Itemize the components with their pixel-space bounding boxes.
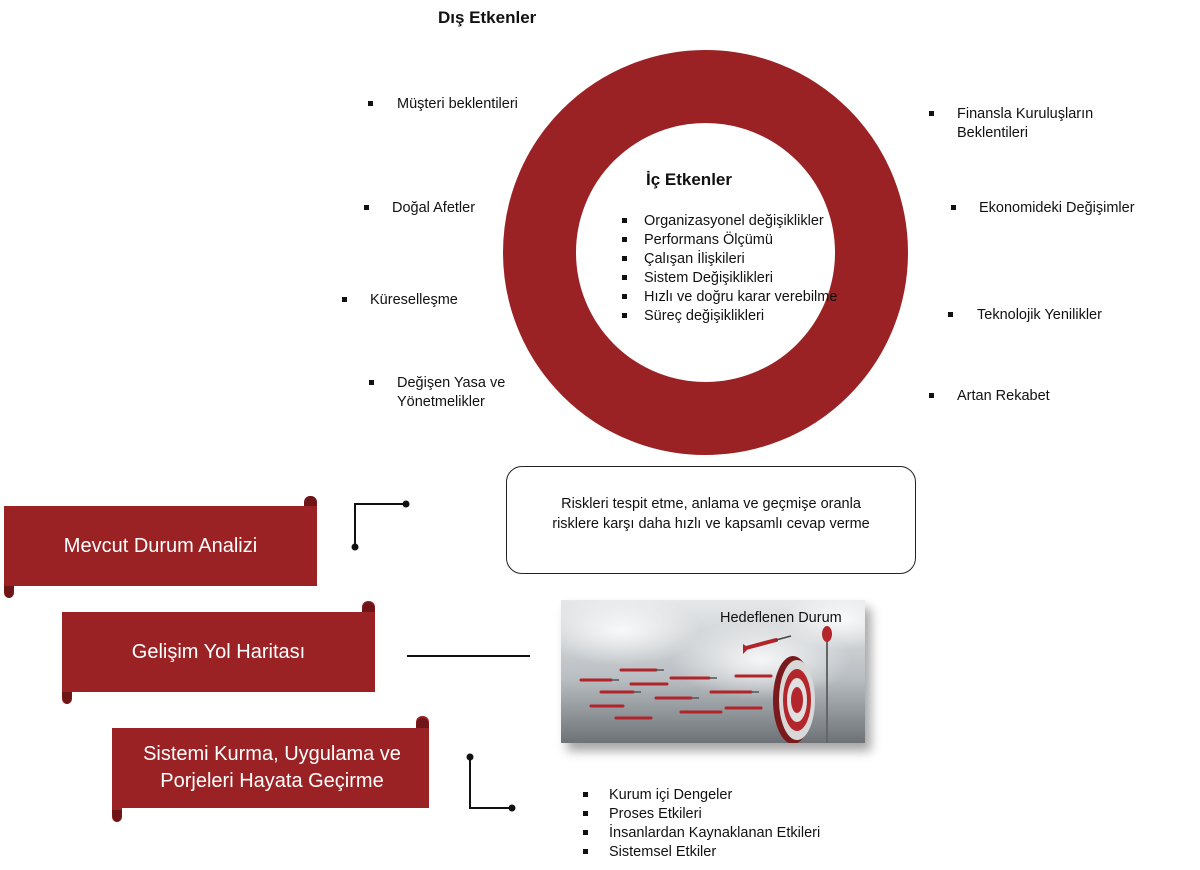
photo-caption: Hedeflenen Durum	[720, 610, 842, 626]
step-banner-2: Gelişim Yol Haritası	[58, 598, 380, 710]
risk-callout-text: Riskleri tespit etme, anlama ve geçmişe …	[552, 496, 870, 532]
outer-factor-label: Doğal Afetler	[364, 199, 524, 218]
outer-factor-left-1: Müşteri beklentileri	[368, 95, 548, 114]
outer-factor-right-3: Teknolojik Yenilikler	[948, 306, 1148, 325]
step-label: Mevcut Durum Analizi	[63, 534, 258, 557]
step-banner-1: Mevcut Durum Analizi	[0, 490, 322, 602]
connector-lines	[351, 500, 530, 812]
step-label: Gelişim Yol Haritası	[131, 640, 306, 663]
scroll-shape	[112, 716, 429, 822]
risk-effect-item: Sistemsel Etkiler	[583, 843, 820, 862]
connector-elbow-top	[354, 503, 406, 547]
inner-factors-list: Organizasyonel değişiklikler Performans …	[622, 212, 837, 326]
inner-factors-title: İç Etkenler	[646, 170, 732, 189]
outer-factors-title: Dış Etkenler	[438, 8, 537, 27]
connector-elbow-bottom	[469, 757, 512, 809]
outer-factor-right-2: Ekonomideki Değişimler	[951, 199, 1151, 218]
outer-factor-label: Teknolojik Yenilikler	[948, 306, 1148, 325]
inner-factor-item: Çalışan İlişkileri	[622, 250, 837, 269]
step-label: Sistemi Kurma, Uygulama ve Porjeleri Hay…	[143, 743, 401, 792]
outer-factor-label: Ekonomideki Değişimler	[951, 199, 1151, 218]
risk-effect-item: İnsanlardan Kaynaklanan Etkileri	[583, 824, 820, 843]
outer-factor-label: Artan Rekabet	[929, 387, 1129, 406]
outer-factor-left-2: Doğal Afetler	[364, 199, 524, 218]
outer-factor-label: Müşteri beklentileri	[368, 95, 548, 114]
inner-factor-item: Performans Ölçümü	[622, 231, 837, 250]
scroll-shape	[62, 601, 375, 704]
inner-factor-item: Süreç değişiklikleri	[622, 307, 837, 326]
inner-factor-item: Organizasyonel değişiklikler	[622, 212, 837, 231]
target-photo: Hedeflenen Durum	[561, 600, 865, 743]
outer-factor-left-4: Değişen Yasa ve Yönetmelikler	[369, 374, 519, 412]
outer-factor-label: Finansla Kuruluşların Beklentileri	[929, 105, 1129, 143]
outer-factor-right-1: Finansla Kuruluşların Beklentileri	[929, 105, 1129, 143]
outer-factor-label: Küreselleşme	[342, 291, 502, 310]
scroll-shape	[4, 496, 317, 598]
risk-callout-box: Riskleri tespit etme, anlama ve geçmişe …	[506, 466, 916, 574]
outer-factor-left-3: Küreselleşme	[342, 291, 502, 310]
risk-effect-item: Kurum içi Dengeler	[583, 786, 820, 805]
risk-effects-list: Kurum içi Dengeler Proses Etkileri İnsan…	[583, 786, 820, 862]
inner-factor-item: Hızlı ve doğru karar verebilme	[622, 288, 837, 307]
inner-factor-item: Sistem Değişiklikleri	[622, 269, 837, 288]
risk-effect-item: Proses Etkileri	[583, 805, 820, 824]
outer-factor-label: Değişen Yasa ve Yönetmelikler	[369, 374, 519, 412]
target-darts-icon	[561, 600, 865, 743]
step-banner-3: Sistemi Kurma, Uygulama ve Porjeleri Hay…	[108, 713, 433, 825]
outer-factor-right-4: Artan Rekabet	[929, 387, 1129, 406]
